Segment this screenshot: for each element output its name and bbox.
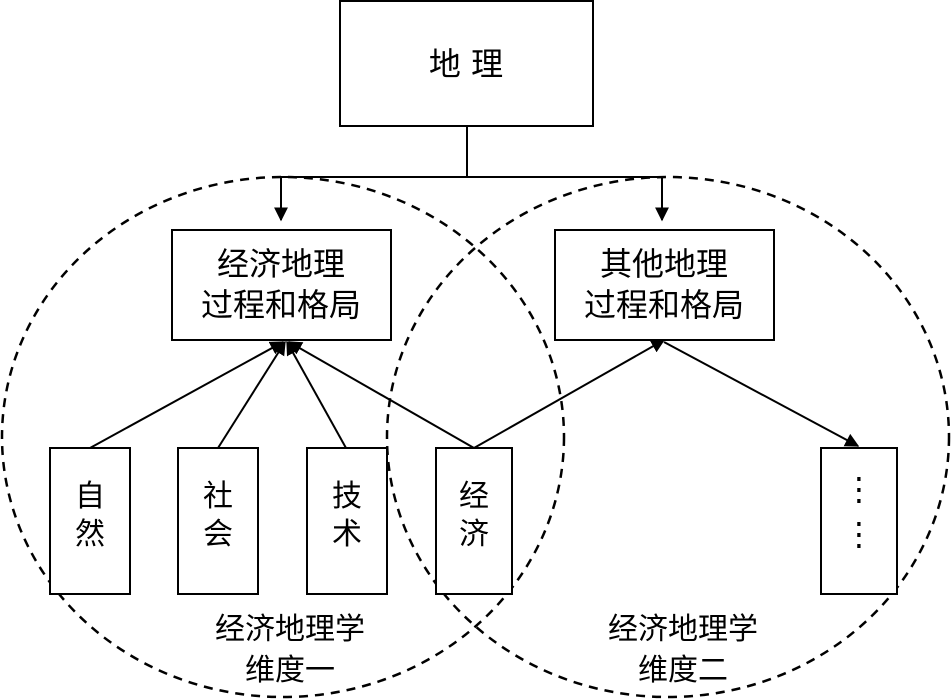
factor-nature-char2: 然 (75, 517, 105, 552)
arrow-economy-to-other (473, 339, 666, 449)
arrow-geography-to-other (467, 176, 669, 222)
dimension-two-circle (385, 175, 951, 699)
other-process-line1: 其他地理 (600, 245, 728, 283)
ellipsis-node: ⋮ ⋮ (820, 447, 898, 595)
arrow-other-to-ellipsis (663, 341, 860, 447)
dimension-two-line1: 经济地理学 (608, 612, 758, 647)
ellipsis-bottom: ⋮ (843, 515, 875, 553)
ellipsis-top: ⋮ (843, 470, 875, 508)
factor-economy-node: 经 济 (435, 447, 513, 595)
factor-society-char2: 会 (203, 517, 233, 552)
factor-technology-node: 技 术 (306, 447, 388, 595)
dimension-one-line1: 经济地理学 (215, 612, 365, 647)
factor-nature-node: 自 然 (49, 447, 131, 595)
dimension-one-line2: 维度一 (245, 653, 335, 688)
other-process-line2: 过程和格局 (584, 286, 744, 324)
economic-process-node: 经济地理 过程和格局 (171, 229, 392, 341)
arrow-economy-to-economic (287, 341, 475, 449)
arrow-technology-to-economic (286, 340, 347, 449)
factor-technology-char1: 技 (332, 479, 362, 514)
geography-node: 地 理 (339, 0, 594, 127)
geography-label: 地 理 (429, 45, 503, 83)
economic-process-line1: 经济地理 (217, 245, 345, 283)
other-process-node: 其他地理 过程和格局 (554, 229, 775, 341)
factor-society-node: 社 会 (177, 447, 259, 595)
arrow-geography-to-economic (274, 126, 468, 222)
factor-technology-char2: 术 (332, 517, 362, 552)
dimension-one-circle (0, 175, 566, 699)
arrow-society-to-economic (217, 340, 286, 449)
factor-nature-char1: 自 (75, 479, 105, 514)
arrow-nature-to-economic (89, 341, 285, 449)
economic-process-line2: 过程和格局 (201, 286, 361, 324)
dimension-two-line2: 维度二 (638, 653, 728, 688)
factor-economy-char1: 经 (459, 479, 489, 514)
factor-economy-char2: 济 (459, 517, 489, 552)
factor-society-char1: 社 (203, 479, 233, 514)
